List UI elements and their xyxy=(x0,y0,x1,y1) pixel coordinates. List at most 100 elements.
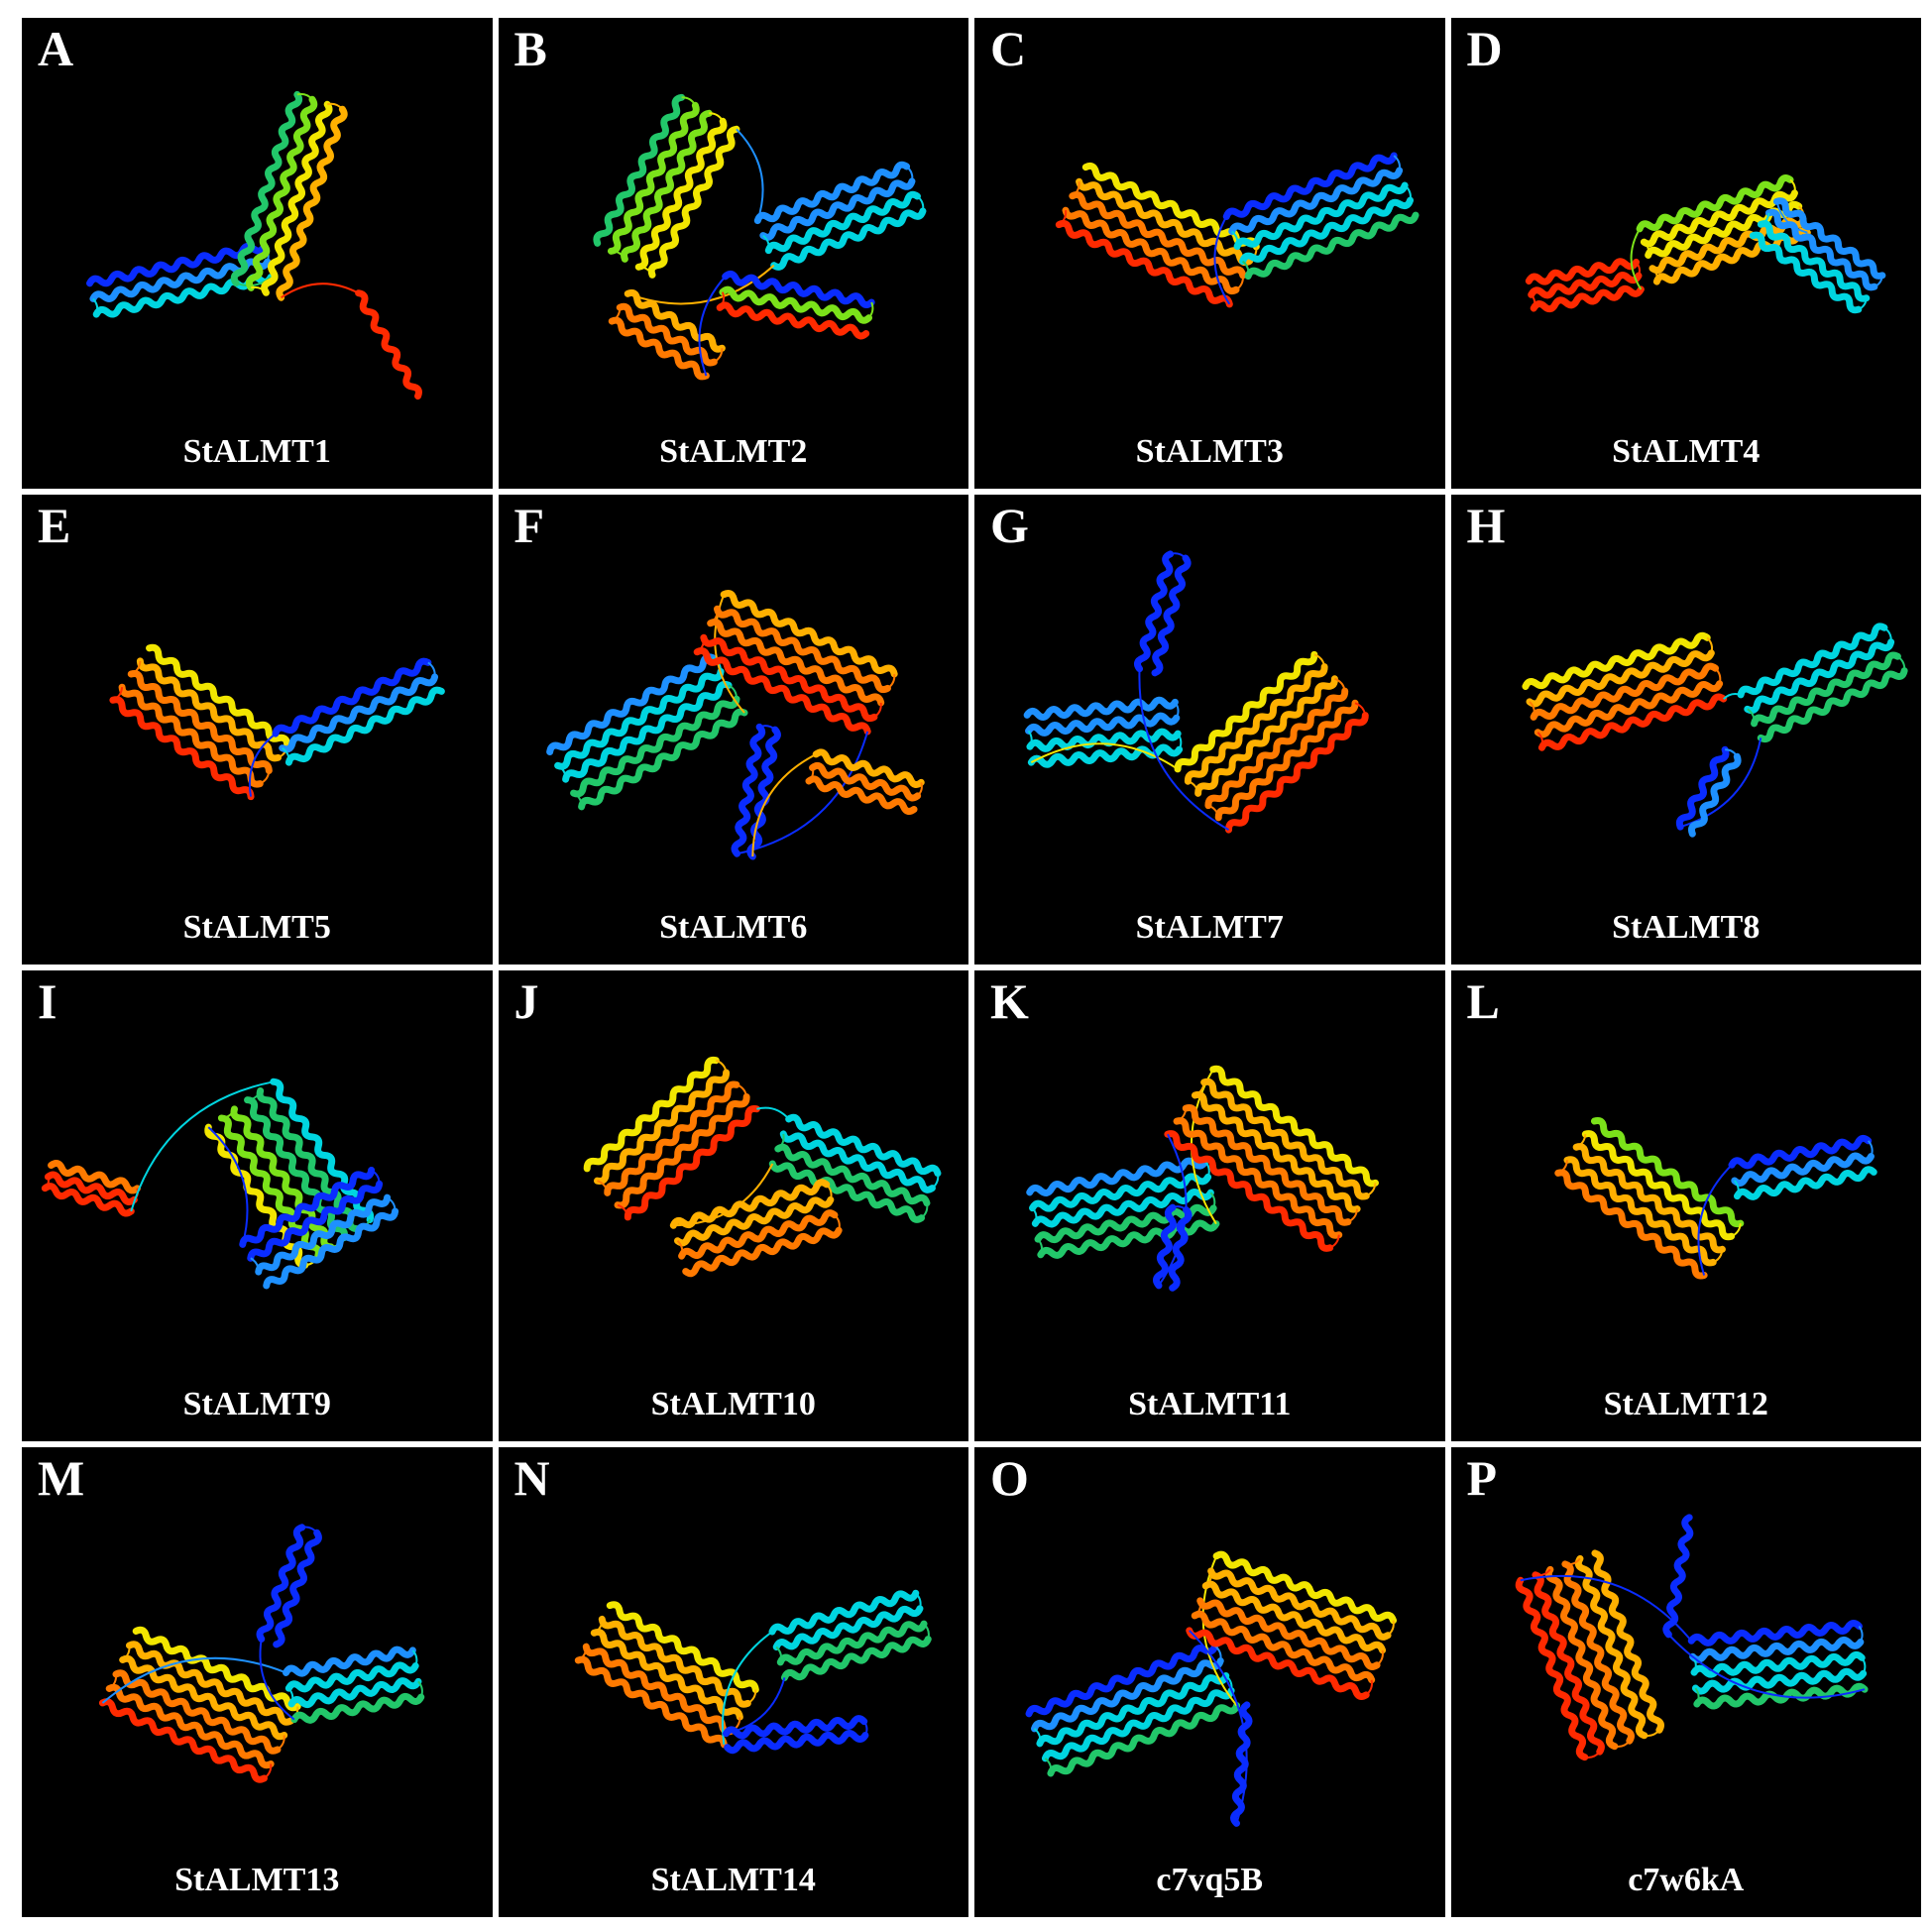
alpha-helix xyxy=(1194,674,1338,797)
panel-caption: StALMT9 xyxy=(182,1385,331,1422)
coil-loop xyxy=(736,731,868,854)
alpha-helix xyxy=(1661,1513,1693,1638)
alpha-helix xyxy=(1031,1189,1214,1228)
alpha-helix xyxy=(1521,631,1711,690)
alpha-helix xyxy=(127,669,273,774)
alpha-helix xyxy=(1525,258,1640,285)
alpha-helix xyxy=(263,1207,399,1290)
alpha-helix xyxy=(614,1092,750,1209)
structure-panel-n: N StALMT14 xyxy=(498,1446,968,1917)
alpha-helix xyxy=(1026,1157,1209,1196)
structure-panel-g: G StALMT7 xyxy=(974,494,1445,965)
alpha-helix xyxy=(1530,284,1645,313)
alpha-helix xyxy=(1527,272,1642,299)
alpha-helix xyxy=(132,1626,301,1711)
panel-letter: J xyxy=(513,973,539,1029)
alpha-helix xyxy=(608,316,710,381)
panel-letter: N xyxy=(513,1449,550,1506)
alpha-helix xyxy=(647,125,739,279)
panel-letter: B xyxy=(513,21,547,76)
alpha-helix xyxy=(1225,711,1369,834)
alpha-helix xyxy=(1023,696,1179,721)
alpha-helix xyxy=(773,1143,930,1207)
alpha-helix xyxy=(230,90,303,286)
panel-letter: P xyxy=(1466,1449,1498,1506)
alpha-helix xyxy=(1233,181,1409,251)
alpha-helix xyxy=(620,109,713,263)
alpha-helix xyxy=(768,1160,925,1223)
alpha-helix xyxy=(1553,1169,1708,1280)
panel-letter: A xyxy=(38,21,74,76)
alpha-helix xyxy=(1743,637,1894,714)
structure-panel-c: C StALMT3 xyxy=(974,18,1445,489)
alpha-helix xyxy=(716,301,869,340)
alpha-helix xyxy=(1151,554,1192,676)
alpha-helix xyxy=(784,1113,941,1178)
alpha-helix xyxy=(41,1183,135,1217)
alpha-helix xyxy=(256,1523,306,1643)
alpha-helix xyxy=(1688,1636,1864,1663)
alpha-helix xyxy=(1531,1570,1605,1756)
alpha-helix xyxy=(1184,662,1328,785)
alpha-helix xyxy=(1757,220,1870,302)
alpha-helix xyxy=(582,1643,736,1735)
alpha-helix xyxy=(283,1646,416,1677)
alpha-helix xyxy=(1191,1610,1376,1683)
alpha-helix xyxy=(721,270,875,308)
alpha-helix xyxy=(105,1683,275,1768)
alpha-helix xyxy=(1730,1152,1875,1187)
alpha-helix xyxy=(603,1080,739,1196)
alpha-helix xyxy=(276,105,348,301)
panel-letter: D xyxy=(1466,21,1503,76)
alpha-helix xyxy=(607,101,700,255)
panel-letter: M xyxy=(38,1449,85,1506)
protein-ribbon-structure xyxy=(98,1523,425,1783)
alpha-helix xyxy=(1544,1565,1618,1750)
alpha-helix xyxy=(1209,1065,1379,1188)
panel-letter: G xyxy=(990,497,1029,553)
protein-ribbon-structure xyxy=(1521,622,1908,838)
alpha-helix xyxy=(1031,1656,1224,1732)
alpha-helix xyxy=(1239,196,1415,266)
alpha-helix xyxy=(1733,1166,1877,1200)
alpha-helix xyxy=(279,672,439,752)
alpha-helix xyxy=(720,589,898,677)
coil-loop xyxy=(735,128,763,221)
panel-letter: E xyxy=(38,497,71,553)
alpha-helix xyxy=(1168,1206,1193,1292)
panel-caption: StALMT11 xyxy=(1128,1385,1292,1422)
alpha-helix xyxy=(355,289,422,400)
alpha-helix xyxy=(112,1668,282,1755)
alpha-helix xyxy=(598,1615,751,1708)
alpha-helix xyxy=(287,1676,422,1708)
alpha-helix xyxy=(1037,1219,1220,1259)
alpha-helix xyxy=(44,1171,138,1205)
structure-panel-d: D StALMT4 xyxy=(1450,18,1921,489)
alpha-helix xyxy=(1025,712,1181,737)
panel-caption: StALMT8 xyxy=(1612,909,1761,946)
alpha-helix xyxy=(1534,679,1723,738)
protein-ribbon-structure xyxy=(109,643,445,800)
alpha-helix xyxy=(1581,1130,1735,1241)
panel-caption: StALMT13 xyxy=(174,1862,340,1898)
panel-letter: K xyxy=(990,973,1029,1029)
alpha-helix xyxy=(1562,1156,1717,1267)
alpha-helix xyxy=(1648,215,1807,275)
alpha-helix xyxy=(261,100,333,296)
coil-loop xyxy=(130,1080,274,1212)
coil-loop xyxy=(1630,228,1642,290)
coil-loop xyxy=(1030,741,1179,770)
alpha-helix xyxy=(1750,650,1901,727)
alpha-helix xyxy=(772,1604,923,1650)
alpha-helix xyxy=(109,695,255,800)
alpha-helix xyxy=(272,657,432,738)
panel-caption: StALMT5 xyxy=(182,909,331,946)
alpha-helix xyxy=(1191,1090,1361,1213)
alpha-helix xyxy=(230,1105,335,1251)
alpha-helix xyxy=(723,1729,868,1754)
alpha-helix xyxy=(592,93,685,247)
alpha-helix xyxy=(1055,219,1233,308)
alpha-helix xyxy=(593,1069,730,1185)
alpha-helix xyxy=(1590,1117,1744,1228)
alpha-helix xyxy=(1530,662,1719,721)
